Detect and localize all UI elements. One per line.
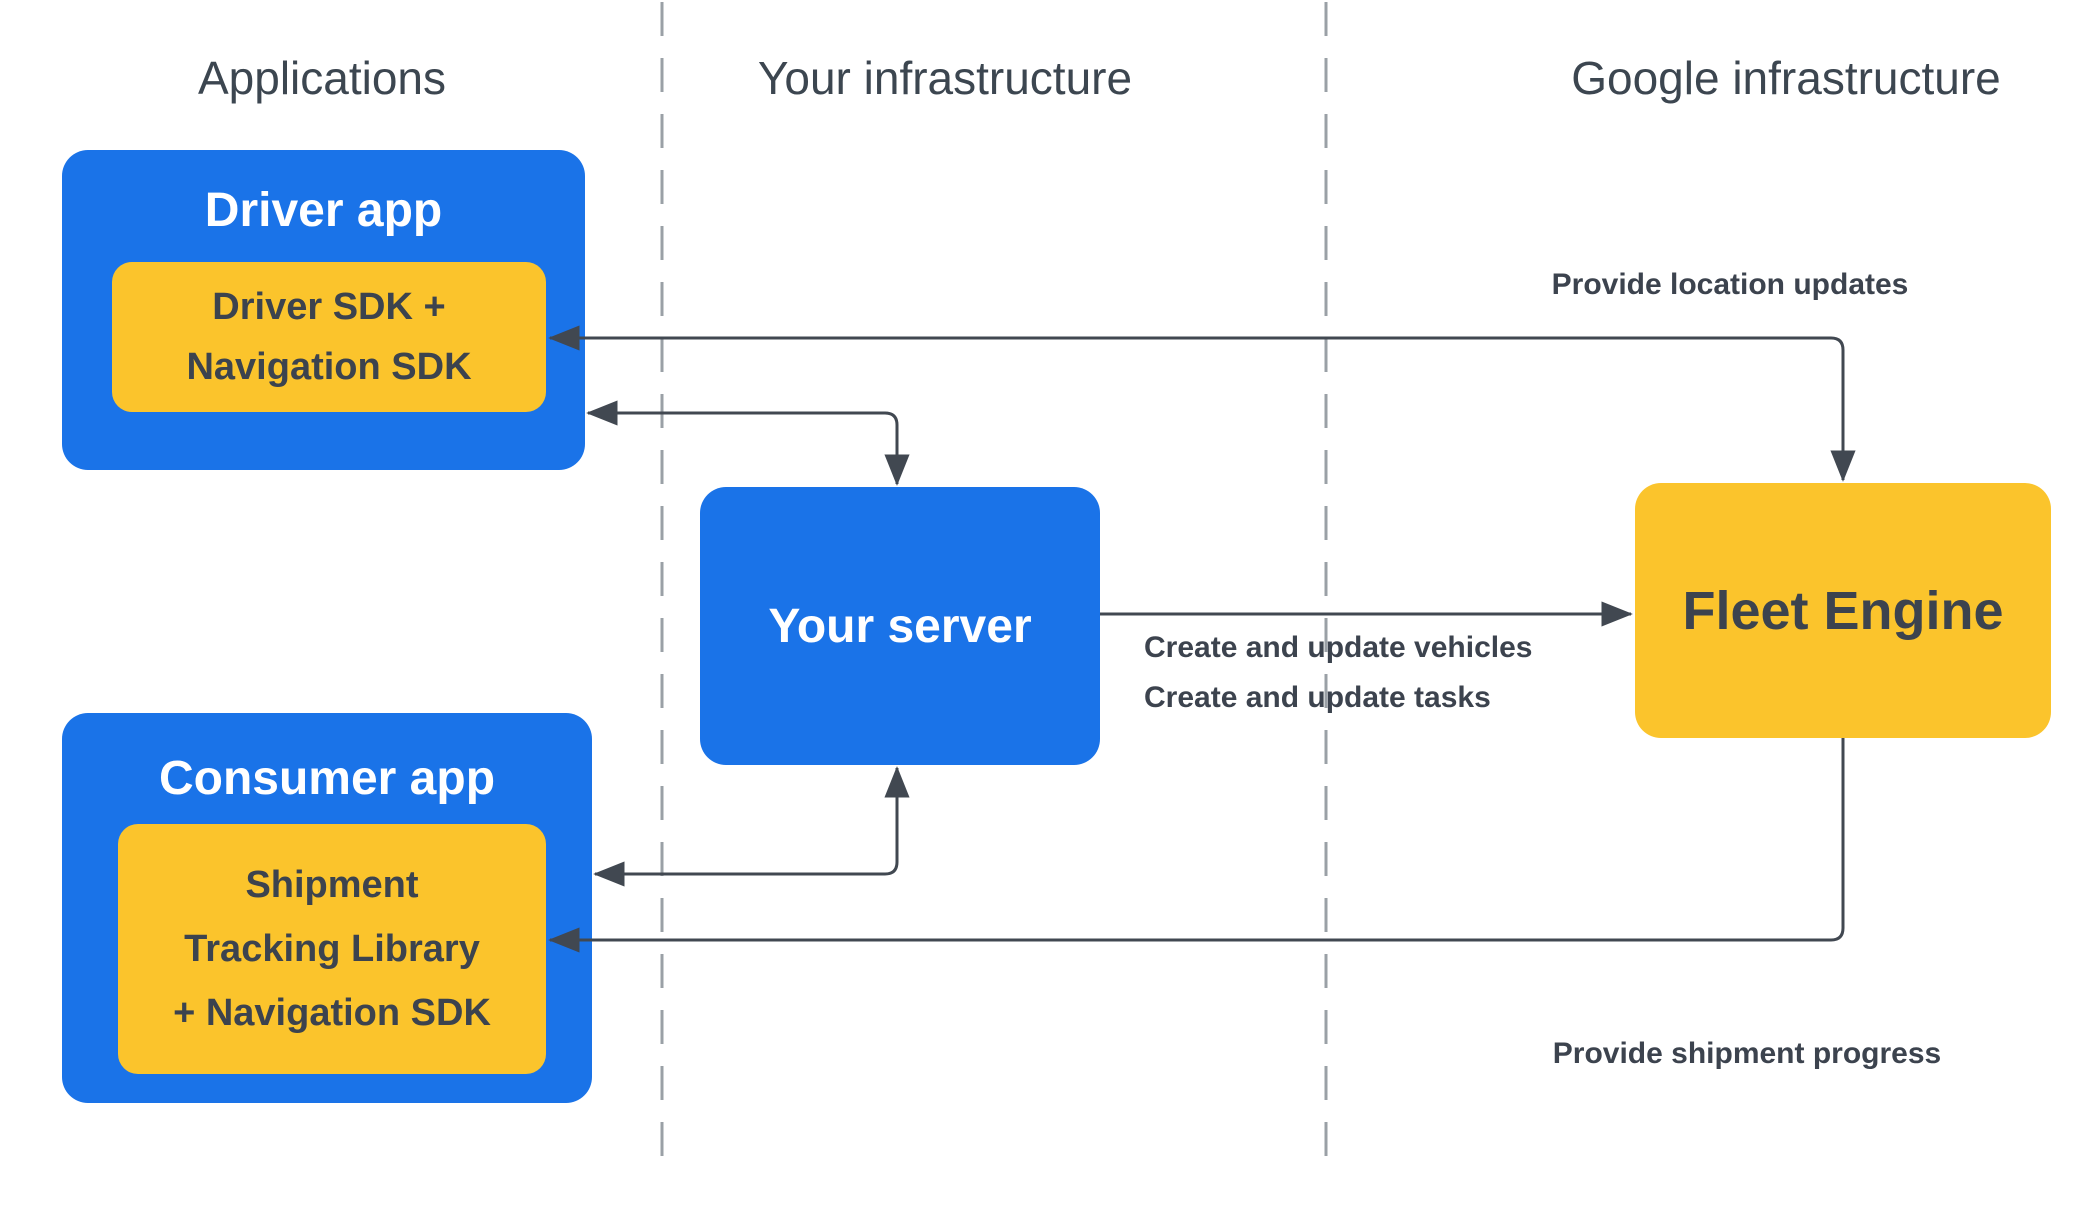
shipment-library-line3: + Navigation SDK [173,992,491,1034]
label-provide-shipment-progress: Provide shipment progress [1552,1037,1942,1070]
node-driver-app: Driver app Driver SDK + Navigation SDK [62,150,585,470]
node-consumer-app: Consumer app Shipment Tracking Library +… [62,713,592,1103]
label-create-update-tasks: Create and update tasks [1144,681,1491,714]
label-create-update-vehicles: Create and update vehicles [1144,631,1533,664]
node-shipment-tracking-library: Shipment Tracking Library + Navigation S… [118,824,546,1074]
fleet-engine-label: Fleet Engine [1635,483,2051,738]
driver-sdk-line1: Driver SDK + [212,286,446,328]
consumer-app-title: Consumer app [158,752,496,805]
column-header-applications: Applications [197,52,447,104]
driver-app-title: Driver app [204,184,443,237]
node-your-server: Your server [700,487,1100,765]
your-server-label: Your server [700,487,1100,765]
driver-sdk-line2: Navigation SDK [186,346,472,388]
shipment-library-line1: Shipment [245,864,419,906]
column-header-your-infrastructure: Your infrastructure [757,52,1133,104]
label-create-update: Create and update vehicles Create and up… [1144,623,1532,723]
column-header-google-infrastructure: Google infrastructure [1571,52,2001,104]
node-driver-sdk: Driver SDK + Navigation SDK [112,262,546,412]
node-fleet-engine: Fleet Engine [1635,483,2051,738]
fleet-engine-title: Fleet Engine [1682,580,2004,641]
your-server-title: Your server [768,599,1032,653]
driver-sdk-label: Driver SDK + Navigation SDK [112,262,546,412]
shipment-library-line2: Tracking Library [184,928,480,970]
shipment-library-label: Shipment Tracking Library + Navigation S… [118,824,546,1074]
label-provide-location-updates: Provide location updates [1551,268,1909,301]
